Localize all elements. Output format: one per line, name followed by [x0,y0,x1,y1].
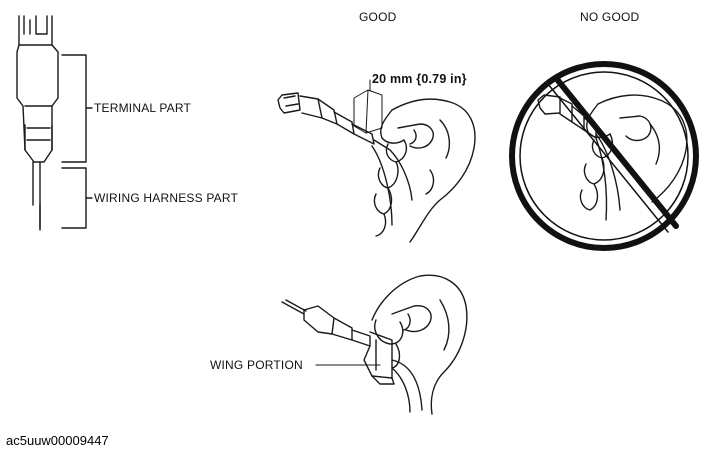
leader-lines [316,80,380,365]
measurement-label: 20 mm {0.79 in} [372,72,467,86]
no-good-hand-illustration [538,95,687,220]
wiring-harness-bracket [62,168,92,228]
no-good-label: NO GOOD [580,10,640,24]
no-good-prohibition-icon [512,64,696,248]
figure-code: ac5uuw00009447 [6,433,109,448]
good-hand-illustration [278,90,475,242]
terminal-part-bracket [62,55,92,162]
wing-portion-hand-illustration [282,275,467,414]
good-label: GOOD [359,10,397,24]
wiring-harness-part-label: WIRING HARNESS PART [94,191,239,205]
terminal-reference-drawing [17,16,58,230]
terminal-part-label: TERMINAL PART [94,101,192,115]
wing-portion-label: WING PORTION [210,358,303,372]
